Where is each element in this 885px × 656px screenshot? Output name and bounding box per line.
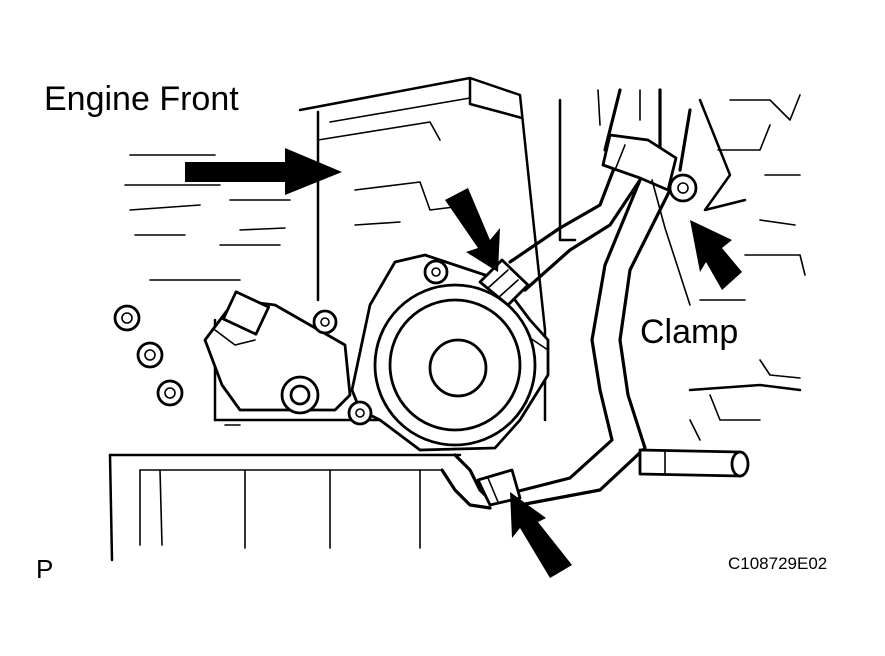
oil-cooler-hose: [440, 88, 692, 510]
hose-clamp-icon: [601, 133, 678, 192]
bolt-icon: [113, 304, 141, 332]
hose-clamp-icon: [476, 468, 522, 507]
engine-front-label: Engine Front: [44, 80, 239, 118]
oil-cooler-housing: [347, 253, 550, 452]
bolt-icon: [668, 173, 698, 203]
cooler-pipe-stub: [638, 448, 750, 478]
oil-pan: [108, 418, 462, 562]
arrow-icon: [445, 188, 500, 272]
arrow-icon: [510, 492, 572, 578]
clamp-leader-line: [651, 179, 691, 306]
hose-clamp-icon: [478, 258, 530, 307]
bolt-icon: [156, 379, 184, 407]
figure-code: C108729E02: [728, 554, 828, 573]
neutral-start-switch: [203, 290, 352, 426]
arrow-icon: [690, 220, 742, 290]
clamp-label: Clamp: [640, 313, 739, 351]
bolt-icon: [136, 341, 164, 369]
arrow-icon: [185, 148, 342, 195]
view-letter: P: [36, 554, 54, 584]
